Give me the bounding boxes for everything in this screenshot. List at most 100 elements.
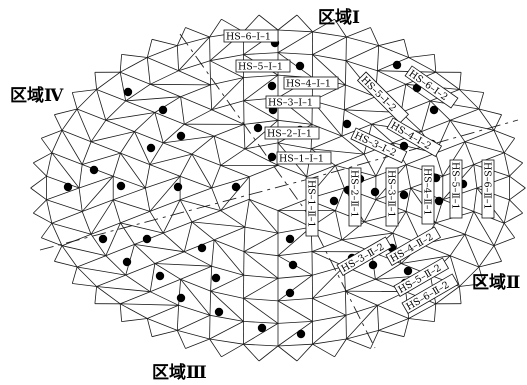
sensor-tag-box <box>283 76 339 90</box>
mesh-bar <box>277 14 298 31</box>
mesh-bar <box>244 119 279 150</box>
mesh-bar <box>176 305 179 331</box>
mesh-bar <box>493 237 515 247</box>
mesh-bar <box>220 198 250 211</box>
sensor-tag-box <box>264 126 320 140</box>
mesh-bar <box>377 70 436 73</box>
mesh-bar <box>134 244 156 264</box>
mesh-bar <box>312 31 347 38</box>
mesh-bar <box>178 70 211 86</box>
mesh-bar <box>150 70 179 85</box>
mesh-bar <box>54 108 78 116</box>
mesh-bar <box>434 303 437 322</box>
sensor-point <box>434 196 444 206</box>
mesh-bar <box>177 36 210 46</box>
mesh-bar <box>96 274 126 287</box>
mesh-bar <box>147 318 178 331</box>
mesh-bar <box>310 135 343 150</box>
sensor-tag: HS–3–Ⅰ–1 <box>265 95 321 109</box>
sensor-point <box>98 234 108 244</box>
mesh-bar <box>421 100 431 132</box>
mesh-bar <box>312 314 347 322</box>
mesh-bar <box>277 198 307 211</box>
mesh-bar <box>277 274 313 279</box>
sensor-tag-box <box>385 226 442 266</box>
sensor-tag-box <box>385 167 399 227</box>
mesh-bar <box>459 89 484 93</box>
mesh-bar <box>478 245 495 268</box>
mesh-bar <box>509 187 526 201</box>
mesh-bar <box>296 14 313 33</box>
mesh-bar <box>345 291 347 316</box>
mesh-bar <box>149 263 156 292</box>
mesh-bar <box>277 210 312 228</box>
mesh-bar <box>211 239 215 267</box>
mesh-bar <box>40 222 53 238</box>
mesh-bar <box>346 27 371 38</box>
sensor-tag-text: HS–5–Ⅱ–1 <box>450 162 461 210</box>
mesh-bar <box>478 92 485 110</box>
sensor-tag: HS–2–Ⅱ–1 <box>349 167 362 227</box>
sensor-tag: HS–3–Ⅱ–1 <box>385 167 399 227</box>
mesh-bar <box>311 124 343 137</box>
sensor-tag-text: HS–3–Ⅱ–1 <box>386 170 397 218</box>
mesh-bar <box>449 234 466 256</box>
mesh-bar <box>77 266 126 276</box>
mesh-bar <box>473 211 495 246</box>
mesh-bar <box>408 318 435 322</box>
mesh-bar <box>119 54 122 73</box>
sensor-tag: HS–2–Ⅰ–1 <box>264 126 320 140</box>
mesh-bar <box>220 165 250 178</box>
mesh-bar <box>105 119 135 132</box>
mesh-bar <box>209 338 222 358</box>
mesh-bar <box>91 131 135 143</box>
mesh-bar <box>81 211 92 235</box>
mesh-bar <box>370 330 380 349</box>
sensor-tag-box <box>235 59 291 73</box>
mesh-bar <box>94 286 97 304</box>
mesh-bar <box>464 141 475 165</box>
mesh-bar <box>210 274 244 292</box>
mesh-bar <box>120 57 148 73</box>
sensor-tag-text: HS–6–Ⅱ–1 <box>482 162 493 210</box>
sensor-point <box>429 105 439 115</box>
mesh-bar <box>211 165 221 189</box>
sensor-point <box>399 190 409 200</box>
mesh-bar <box>191 135 215 155</box>
sensor-tag-text: HS–3–Ⅰ–1 <box>268 98 313 109</box>
mesh-bar <box>243 14 260 33</box>
mesh-bar <box>345 290 378 306</box>
mesh-bar <box>150 83 181 98</box>
mesh-bar <box>120 71 151 85</box>
mesh-bar <box>334 18 347 38</box>
mesh-bar <box>154 251 185 264</box>
sensor-tag-box <box>223 29 279 43</box>
mesh-bar <box>209 291 211 316</box>
sensor-tag-box <box>265 95 321 109</box>
sensor-tag-text: HS–6–Ⅰ–1 <box>226 32 271 43</box>
mesh-bar <box>345 304 378 316</box>
mesh-bar <box>96 286 121 305</box>
mesh-bar <box>434 54 437 73</box>
mesh-bar <box>177 330 210 340</box>
mesh-bar <box>243 52 279 55</box>
axis-line-se <box>304 209 376 349</box>
mesh-bar <box>312 338 347 345</box>
mesh-bar <box>51 130 63 153</box>
mesh-bar <box>345 290 406 293</box>
mesh-bar <box>146 318 153 337</box>
mesh-bar <box>277 251 313 257</box>
sensor-tag-box <box>386 117 443 157</box>
mesh-bar <box>149 142 164 165</box>
sensor-point <box>267 152 277 162</box>
mesh-bar <box>421 119 451 132</box>
mesh-bar <box>30 175 47 189</box>
sensor-tag-text: HS–4–Ⅰ–1 <box>286 79 331 90</box>
mesh-bar <box>151 330 178 338</box>
mesh-bar <box>183 221 193 252</box>
mesh-bar <box>405 83 431 102</box>
mesh-bar <box>113 175 146 189</box>
mesh-bar <box>119 72 127 101</box>
mesh-bar <box>51 211 83 224</box>
region-label-3: 区域Ⅲ <box>152 362 207 383</box>
